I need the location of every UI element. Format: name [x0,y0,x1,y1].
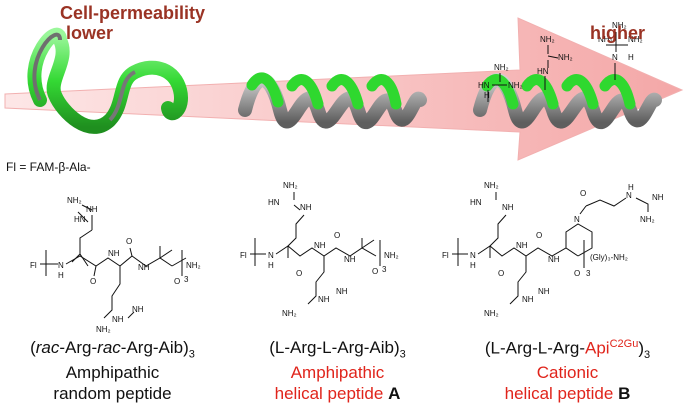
svg-text:3: 3 [586,269,591,278]
svg-text:NH₂: NH₂ [494,63,509,72]
svg-text:NH₂: NH₂ [67,196,82,205]
svg-text:NH: NH [318,295,330,304]
svg-text:NH: NH [132,305,144,314]
peptide-2-name: (L-Arg-L-Arg-Aib)3 [269,338,406,361]
svg-text:NH₂: NH₂ [96,325,111,334]
helix-a [238,72,427,130]
cell-permeability-label: Cell-permeability [60,3,206,23]
peptide-1-desc-line2: random peptide [53,384,172,403]
svg-text:Fl: Fl [442,251,449,260]
svg-text:N: N [626,191,632,200]
svg-text:NH₂: NH₂ [540,35,555,44]
svg-text:O: O [126,237,132,246]
svg-text:NH₂: NH₂ [283,181,298,190]
svg-text:NH₂: NH₂ [384,251,399,260]
svg-text:Fl: Fl [30,261,37,270]
peptide-3-description: Cationic helical peptide B [450,362,685,404]
svg-text:O: O [296,269,302,278]
peptide-2-description: Amphipathic helical peptide A [225,362,450,404]
peptide-3-name: (L-Arg-L-Arg-ApiC2Gu)3 [484,338,651,362]
peptide-3-desc-line1: Cationic [536,363,599,382]
guanidino-groups: NH₂ HN NH₂ H NH₂ NH₂ HN NH₂ NH₂ NH₂ N H [478,21,643,102]
svg-text:NH: NH [548,255,560,264]
svg-text:O: O [536,231,542,240]
svg-text:H: H [484,91,490,100]
peptide-1-name: (rac-Arg-rac-Arg-Aib)3 [30,338,195,361]
svg-text:NH₂: NH₂ [598,35,613,44]
svg-text:NH: NH [522,295,534,304]
peptide-1-description: Amphipathic random peptide [0,362,225,404]
random-coil-peptide [27,27,188,134]
svg-text:N: N [470,251,476,260]
svg-text:HN: HN [537,67,549,76]
svg-text:NH₂: NH₂ [612,21,627,30]
svg-text:NH: NH [336,287,348,296]
svg-text:N: N [574,215,580,224]
svg-text:H: H [268,261,274,270]
svg-text:NH₂: NH₂ [640,215,655,224]
svg-text:NH: NH [86,205,98,214]
svg-text:HN: HN [74,215,86,224]
svg-text:NH: NH [300,203,312,212]
peptide-1-desc-line1: Amphipathic [65,363,160,382]
svg-text:H: H [628,53,634,62]
svg-text:3: 3 [184,275,189,284]
structure-helical-b: NH₂ HN NH Fl N H O NH O NH N O N H NH NH… [442,181,664,318]
svg-text:N: N [268,251,274,260]
svg-text:O: O [372,267,378,276]
svg-text:3: 3 [382,265,387,274]
svg-text:HN: HN [470,198,482,207]
svg-text:O: O [498,269,504,278]
svg-text:HN: HN [478,81,490,90]
svg-text:H: H [470,261,476,270]
svg-text:NH₂: NH₂ [508,81,523,90]
svg-text:NH₂: NH₂ [628,35,643,44]
svg-text:NH₂: NH₂ [484,181,499,190]
structure-helical-a: NH₂ HN NH Fl N H O NH O NH O NH₂ 3 NH NH… [240,181,399,318]
guanidino-group-1: NH₂ HN NH₂ H [478,63,523,102]
fl-definition: Fl = FAM-β-Ala- [6,160,91,174]
svg-text:NH: NH [652,193,664,202]
peptide-2-desc-line1: Amphipathic [290,363,385,382]
svg-text:O: O [580,189,586,198]
svg-text:H: H [628,183,634,192]
svg-text:NH₂: NH₂ [558,53,573,62]
higher-label: higher [590,23,646,43]
svg-text:O: O [574,269,580,278]
svg-text:O: O [334,231,340,240]
svg-text:NH: NH [138,263,150,272]
svg-text:(Gly)₃-NH₂: (Gly)₃-NH₂ [590,253,628,262]
peptide-3-desc-line2: helical peptide B [504,384,631,403]
svg-text:NH₂: NH₂ [484,309,499,318]
svg-text:O: O [90,277,96,286]
peptide-2-desc-line2: helical peptide A [274,384,401,403]
svg-text:NH: NH [112,315,124,324]
svg-text:NH: NH [502,203,514,212]
svg-text:NH: NH [538,287,550,296]
svg-text:NH: NH [516,241,528,250]
lower-label: lower [66,23,114,43]
guanidino-group-2: NH₂ NH₂ HN [537,35,573,90]
svg-text:NH: NH [108,249,120,258]
svg-text:Fl: Fl [240,251,247,260]
svg-text:NH₂: NH₂ [186,261,201,270]
svg-text:N: N [612,53,618,62]
guanidino-group-3: NH₂ NH₂ NH₂ N H [598,21,643,80]
svg-text:NH₂: NH₂ [282,309,297,318]
svg-text:H: H [58,271,64,280]
svg-text:NH: NH [344,255,356,264]
svg-text:O: O [174,277,180,286]
svg-text:N: N [58,261,64,270]
structure-rac-peptide: NH₂ NH HN Fl N H O NH O NH O NH₂ 3 NH NH… [30,196,201,334]
svg-text:HN: HN [268,198,280,207]
svg-text:NH: NH [314,241,326,250]
helix-b [473,73,662,130]
